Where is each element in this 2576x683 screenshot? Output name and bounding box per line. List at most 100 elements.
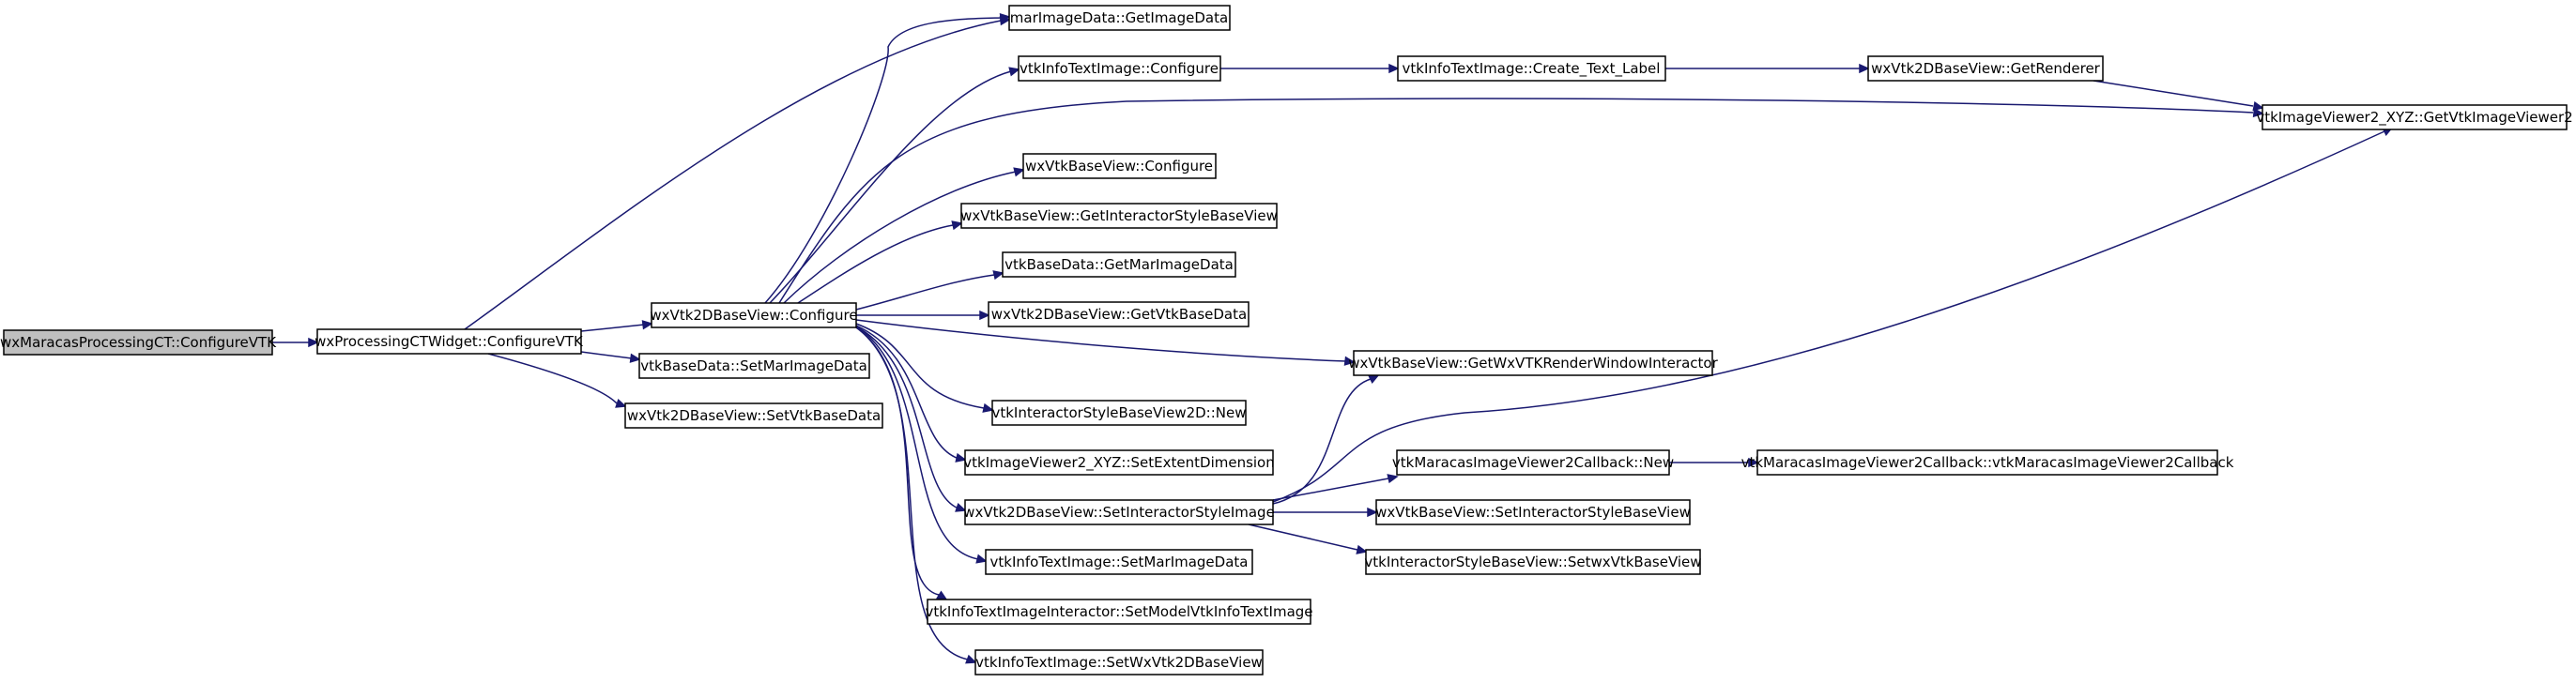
arrowhead-icon bbox=[641, 320, 653, 330]
node-get-vtk-image-viewer2[interactable]: vtkImageViewer2_XYZ::GetVtkImageViewer2 bbox=[2256, 104, 2573, 130]
node-set-vtk-base-data[interactable]: wxVtk2DBaseView::SetVtkBaseData bbox=[624, 402, 883, 429]
node-set-wx-vtk-2d-base-view[interactable]: vtkInfoTextImage::SetWxVtk2DBaseView bbox=[974, 649, 1264, 675]
edge-line bbox=[1272, 478, 1389, 501]
node-root[interactable]: wxMaracasProcessingCT::ConfigureVTK bbox=[0, 329, 277, 356]
node-label: wxVtk2DBaseView::GetRenderer bbox=[1871, 60, 2101, 77]
edge-line bbox=[487, 353, 618, 404]
edge-line bbox=[580, 324, 645, 332]
node-set-model-info-text-image[interactable]: vtkInfoTextImageInteractor::SetModelVtkI… bbox=[925, 599, 1313, 625]
node-label: vtkInfoTextImage::Configure bbox=[1020, 60, 1219, 77]
arrowhead-icon bbox=[955, 503, 967, 512]
node-label: wxVtkBaseView::Configure bbox=[1025, 158, 1213, 175]
edge-cfg2d-to-getviewer bbox=[778, 98, 2264, 304]
edge-line bbox=[778, 98, 2254, 304]
node-interactor-style-new[interactable]: vtkInteractorStyleBaseView2D::New bbox=[991, 400, 1247, 426]
node-label: vtkImageViewer2_XYZ::GetVtkImageViewer2 bbox=[2256, 109, 2572, 127]
node-label: wxVtkBaseView::SetInteractorStyleBaseVie… bbox=[1375, 504, 1691, 521]
arrowhead-icon bbox=[629, 353, 641, 363]
call-edges bbox=[272, 12, 2394, 664]
arrowhead-icon bbox=[1859, 63, 1870, 74]
edge-cfg2d-to-getvtkbasedata bbox=[856, 310, 990, 321]
edge-line bbox=[1248, 524, 1358, 551]
edge-setinterimg-to-setisbv bbox=[1273, 507, 1378, 518]
arrowhead-icon bbox=[1356, 544, 1368, 554]
node-callback-constructor[interactable]: vtkMaracasImageViewer2Callback::vtkMarac… bbox=[1741, 449, 2234, 476]
node-label: vtkInfoTextImage::SetWxVtk2DBaseView bbox=[975, 654, 1263, 671]
edge-line bbox=[855, 326, 958, 508]
arrowhead-icon bbox=[1388, 63, 1400, 74]
node-set-extent-dimension[interactable]: vtkImageViewer2_XYZ::SetExtentDimension bbox=[963, 449, 1275, 476]
edge-line bbox=[464, 20, 1002, 330]
node-set-wx-vtk-base-view[interactable]: vtkInteractorStyleBaseView::SetwxVtkBase… bbox=[1364, 549, 1702, 575]
arrowhead-icon bbox=[975, 554, 988, 564]
arrowhead-icon bbox=[1748, 457, 1759, 468]
edge-setinterimg-to-setwxvtk bbox=[1248, 524, 1368, 554]
arrowhead-icon bbox=[1008, 67, 1020, 77]
node-label: wxProcessingCTWidget::ConfigureVTK bbox=[314, 333, 584, 350]
edge-configurevtk-to-setvtkbasedata bbox=[487, 353, 627, 408]
call-nodes: wxMaracasProcessingCT::ConfigureVTK wxPr… bbox=[0, 5, 2573, 675]
edge-line bbox=[783, 171, 1017, 304]
edge-line bbox=[855, 319, 1347, 362]
arrowhead-icon bbox=[1367, 374, 1380, 384]
edge-cfg2d-to-baseconfigure bbox=[783, 167, 1025, 304]
node-label: vtkBaseData::SetMarImageData bbox=[640, 357, 867, 374]
node-get-wx-render-window-interactor[interactable]: wxVtkBaseView::GetWxVTKRenderWindowInter… bbox=[1348, 350, 1719, 376]
node-get-mar-image-data[interactable]: vtkBaseData::GetMarImageData bbox=[1002, 251, 1236, 278]
edge-createlabel-to-getrenderer bbox=[1665, 63, 1870, 74]
node-get-image-data[interactable]: marImageData::GetImageData bbox=[1008, 5, 1231, 31]
edge-line bbox=[2093, 80, 2254, 107]
node-get-vtk-base-data[interactable]: wxVtk2DBaseView::GetVtkBaseData bbox=[988, 301, 1250, 327]
arrowhead-icon bbox=[999, 12, 1011, 23]
node-create-text-label[interactable]: vtkInfoTextImage::Create_Text_Label bbox=[1397, 55, 1666, 82]
edge-setinterimg-to-cbnew bbox=[1272, 474, 1399, 501]
edge-line bbox=[797, 224, 954, 304]
node-label: vtkInfoTextImageInteractor::SetModelVtkI… bbox=[925, 603, 1312, 620]
edge-cfg2d-to-interactorstylenew bbox=[855, 323, 994, 413]
arrowhead-icon bbox=[965, 654, 977, 664]
node-info-set-mar-image-data[interactable]: vtkInfoTextImage::SetMarImageData bbox=[985, 549, 1253, 575]
arrowhead-icon bbox=[1367, 507, 1378, 518]
node-set-mar-image-data[interactable]: vtkBaseData::SetMarImageData bbox=[638, 353, 870, 379]
arrowhead-icon bbox=[992, 270, 1004, 281]
node-label: wxVtk2DBaseView::SetInteractorStyleImage bbox=[963, 504, 1275, 521]
node-label: vtkBaseData::GetMarImageData bbox=[1004, 256, 1234, 273]
edge-cfg2d-to-getimagedata bbox=[764, 12, 1011, 304]
node-label: vtkInteractorStyleBaseView2D::New bbox=[991, 404, 1246, 421]
node-label: wxVtk2DBaseView::SetVtkBaseData bbox=[627, 407, 881, 424]
edge-configurevtk-to-cfg2d bbox=[580, 320, 653, 332]
node-label: vtkInteractorStyleBaseView::SetwxVtkBase… bbox=[1364, 554, 1701, 570]
edge-line bbox=[764, 17, 1002, 304]
edge-line bbox=[769, 70, 1012, 304]
edge-cbnew-to-cbctor bbox=[1669, 457, 1759, 468]
edge-cfg2d-to-infoconfigure bbox=[769, 67, 1020, 304]
edge-configurevtk-to-setmarimage bbox=[580, 351, 641, 363]
node-callback-new[interactable]: vtkMaracasImageViewer2Callback::New bbox=[1392, 449, 1674, 476]
edge-setinterimg-to-getwxrwi bbox=[1272, 374, 1380, 505]
node-set-interactor-style-image[interactable]: wxVtk2DBaseView::SetInteractorStyleImage bbox=[963, 499, 1275, 525]
node-label: vtkInfoTextImage::Create_Text_Label bbox=[1403, 60, 1661, 78]
edge-setinterimg-to-getviewer bbox=[1272, 127, 2394, 503]
edge-getrenderer-to-getviewer bbox=[2093, 80, 2264, 112]
edge-line bbox=[855, 323, 985, 409]
edge-cfg2d-to-setextent bbox=[855, 325, 967, 463]
node-base-configure[interactable]: wxVtkBaseView::Configure bbox=[1022, 153, 1217, 179]
arrowhead-icon bbox=[936, 590, 948, 600]
edge-cfg2d-to-setwx2d bbox=[855, 326, 977, 664]
edge-cfg2d-to-setinteractorstyleimage bbox=[855, 326, 967, 512]
node-get-interactor-style[interactable]: wxVtkBaseView::GetInteractorStyleBaseVie… bbox=[960, 203, 1278, 229]
edge-line bbox=[1272, 130, 2385, 503]
node-configure-vtk[interactable]: wxProcessingCTWidget::ConfigureVTK bbox=[314, 328, 584, 355]
arrowhead-icon bbox=[1013, 167, 1025, 177]
edge-line bbox=[855, 326, 969, 660]
node-wxvtk2dbaseview-configure[interactable]: wxVtk2DBaseView::Configure bbox=[650, 302, 858, 328]
arrowhead-icon bbox=[308, 337, 319, 348]
arrowhead-icon bbox=[955, 452, 967, 463]
node-info-configure[interactable]: vtkInfoTextImage::Configure bbox=[1018, 55, 1221, 82]
node-label: wxVtkBaseView::GetInteractorStyleBaseVie… bbox=[960, 207, 1278, 224]
arrowhead-icon bbox=[951, 220, 963, 231]
edge-line bbox=[855, 325, 958, 459]
node-get-renderer[interactable]: wxVtk2DBaseView::GetRenderer bbox=[1867, 55, 2104, 82]
node-set-interactor-style-base-view[interactable]: wxVtkBaseView::SetInteractorStyleBaseVie… bbox=[1375, 499, 1691, 525]
